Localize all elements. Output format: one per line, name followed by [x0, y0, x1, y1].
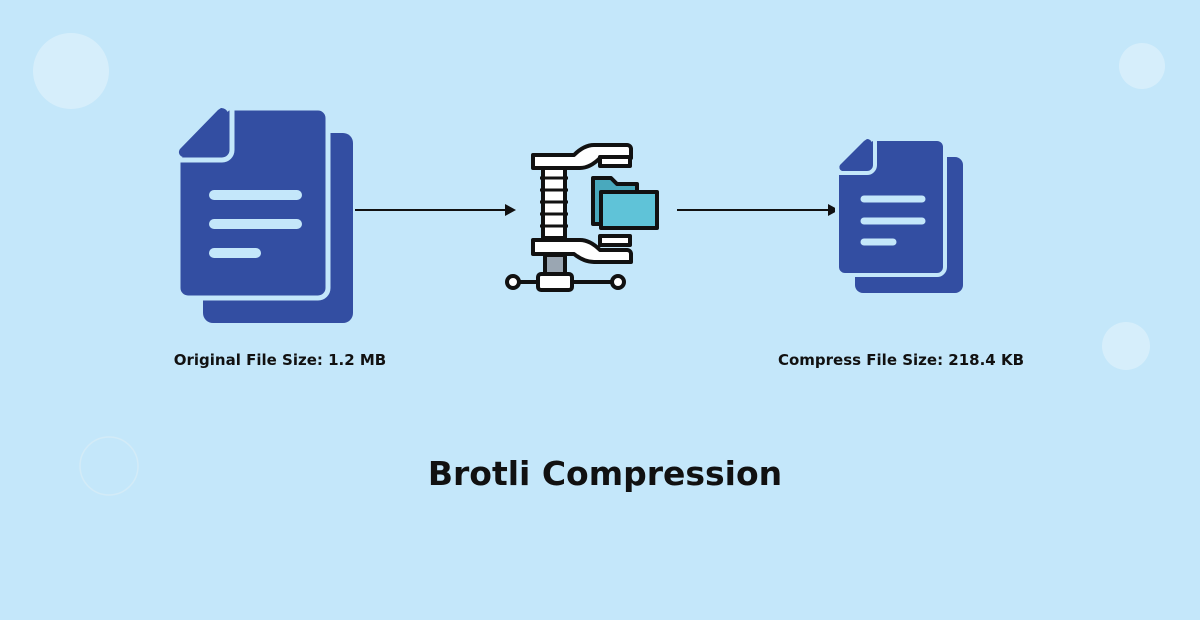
clamp-compress-icon	[505, 143, 659, 292]
arrow-to-compressed	[677, 204, 839, 216]
original-documents-icon	[175, 105, 353, 323]
compressed-file-size-label: Compress File Size: 218.4 KB	[777, 351, 1025, 369]
decorative-circles	[33, 33, 1165, 496]
original-file-size-label: Original File Size: 1.2 MB	[173, 351, 387, 369]
page-title: Brotli Compression	[427, 454, 783, 493]
compressed-documents-icon	[835, 137, 963, 293]
folder-icon	[591, 176, 659, 230]
arrow-to-compressor	[355, 204, 516, 216]
